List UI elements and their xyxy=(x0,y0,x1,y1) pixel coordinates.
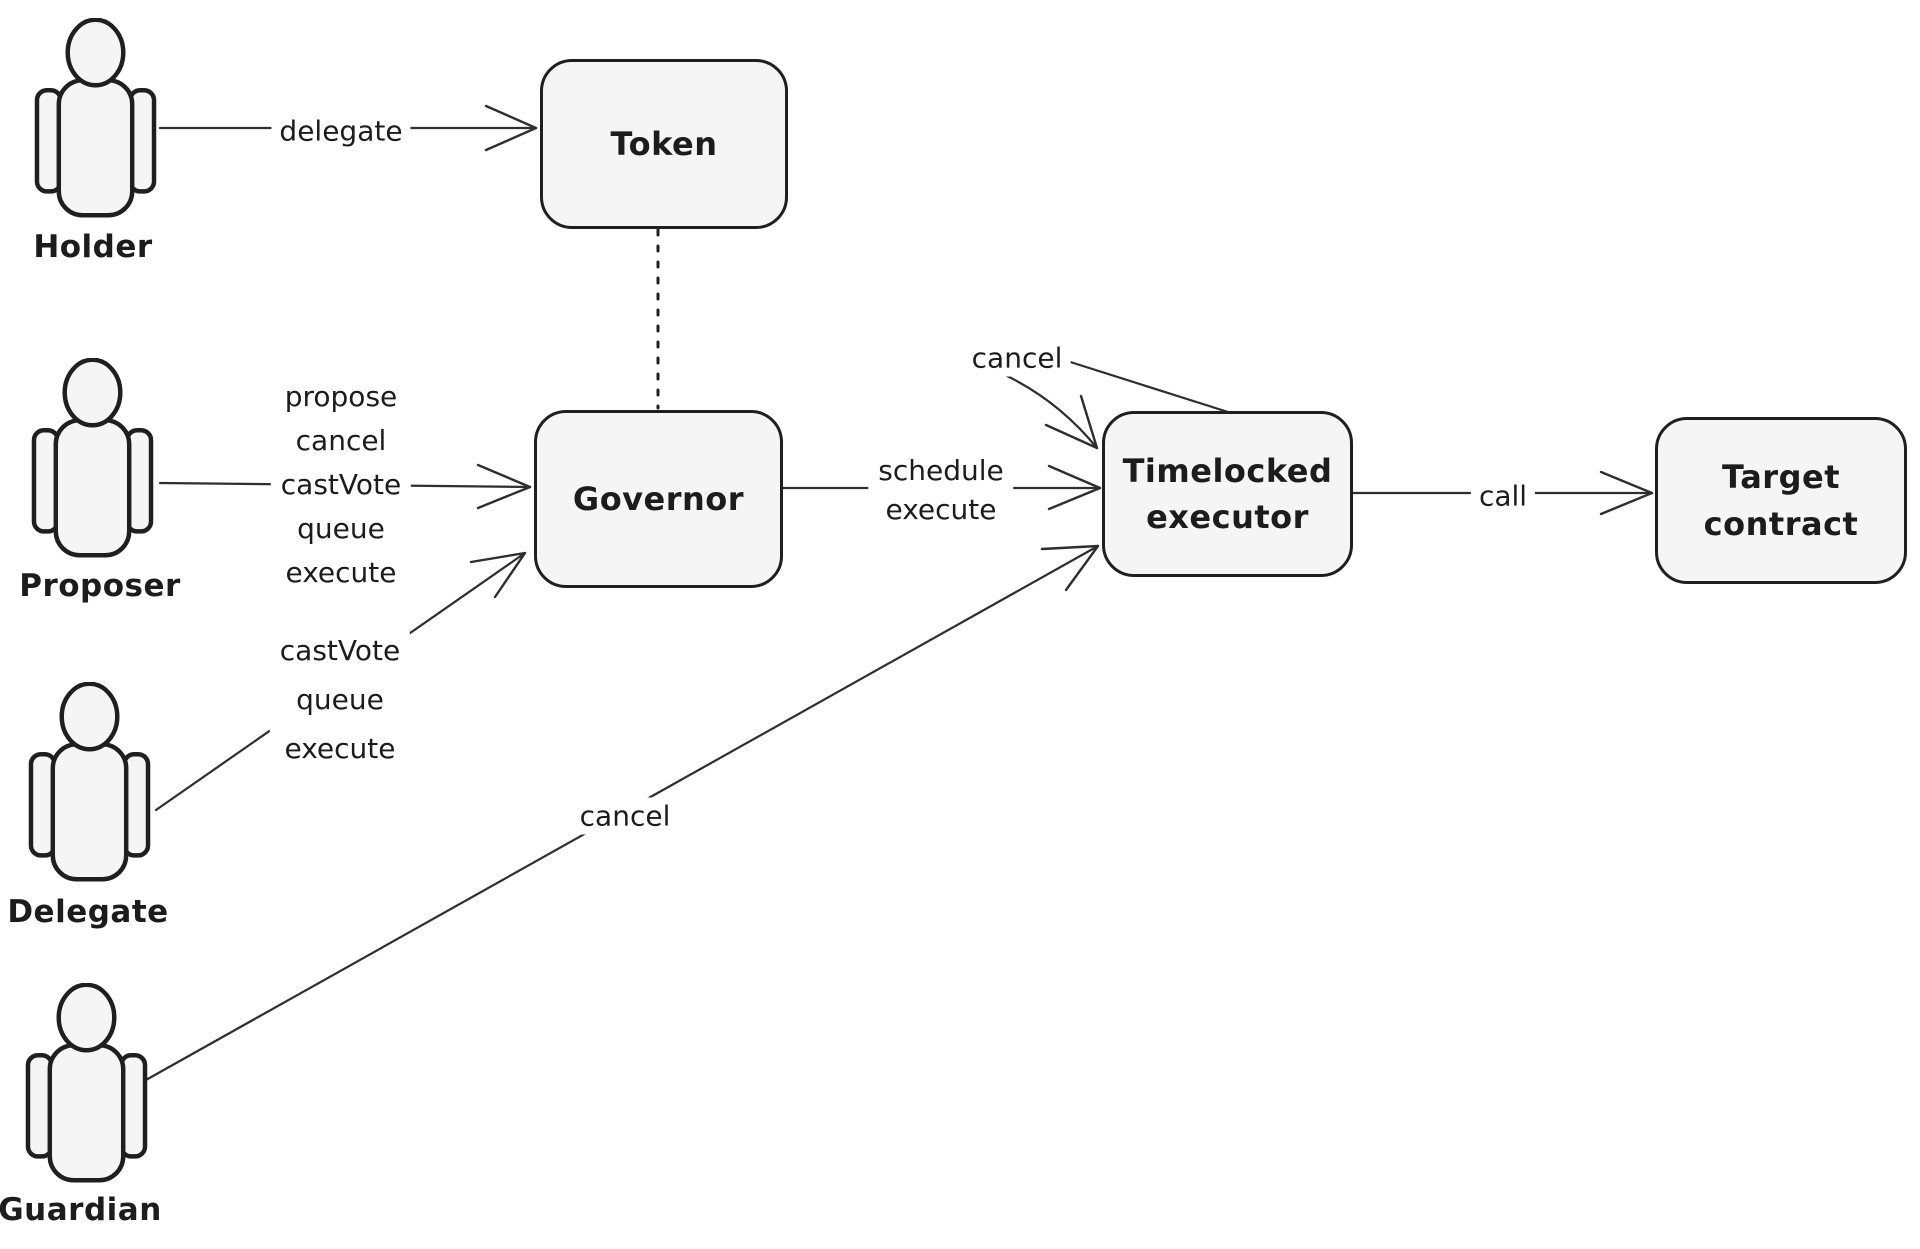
edge-label-line: queue xyxy=(296,683,384,716)
node-timelocked-label-line2: executor xyxy=(1146,498,1309,536)
actor-proposer-label: Proposer xyxy=(19,568,181,604)
node-target-label-line2: contract xyxy=(1703,504,1859,543)
actor-holder xyxy=(34,18,157,218)
node-token-label: Token xyxy=(610,124,718,163)
actor-proposer xyxy=(31,358,154,558)
arrow-cancel-timelock xyxy=(1001,372,1099,450)
edge-label-line: cancel xyxy=(295,424,387,457)
person-icon xyxy=(25,983,148,1183)
actor-holder-label: Holder xyxy=(33,229,153,265)
person-icon xyxy=(34,18,157,218)
edge-label-cancel-top: cancel xyxy=(963,339,1071,377)
node-token: Token xyxy=(540,59,788,229)
node-target-contract: Target contract xyxy=(1655,417,1907,584)
edge-label-line: execute xyxy=(284,732,396,765)
edge-label-line: execute xyxy=(285,556,397,589)
edge-label-schedule-execute: schedule execute xyxy=(868,451,1014,529)
actor-guardian xyxy=(25,983,148,1183)
edge-label-line: execute xyxy=(885,493,997,526)
person-icon xyxy=(28,682,151,882)
actor-delegate xyxy=(28,682,151,882)
node-target-label-line1: Target xyxy=(1722,458,1840,497)
node-timelocked-label-line1: Timelocked xyxy=(1122,451,1333,490)
edge-label-line: queue xyxy=(297,512,385,545)
node-timelocked-executor: Timelocked executor xyxy=(1102,411,1353,577)
node-governor: Governor xyxy=(534,410,783,588)
edge-label-line: castVote xyxy=(279,634,401,667)
edge-label-call: call xyxy=(1470,477,1536,515)
edge-label-cancel-guardian: cancel xyxy=(571,797,679,835)
actor-delegate-label: Delegate xyxy=(7,894,169,930)
edge-label-proposer-actions: propose cancel castVote queue execute xyxy=(270,375,412,595)
edge-label-delegate: delegate xyxy=(271,112,411,150)
edge-label-line: castVote xyxy=(280,468,402,501)
edge-label-delegate-actions: castVote queue execute xyxy=(269,626,411,773)
edge-label-line: schedule xyxy=(878,454,1004,487)
edge-label-line: propose xyxy=(284,380,398,413)
line-cancel-timelock-top xyxy=(1062,358,1230,414)
person-icon xyxy=(31,358,154,558)
actor-guardian-label: Guardian xyxy=(0,1192,162,1228)
node-governor-label: Governor xyxy=(572,479,745,518)
